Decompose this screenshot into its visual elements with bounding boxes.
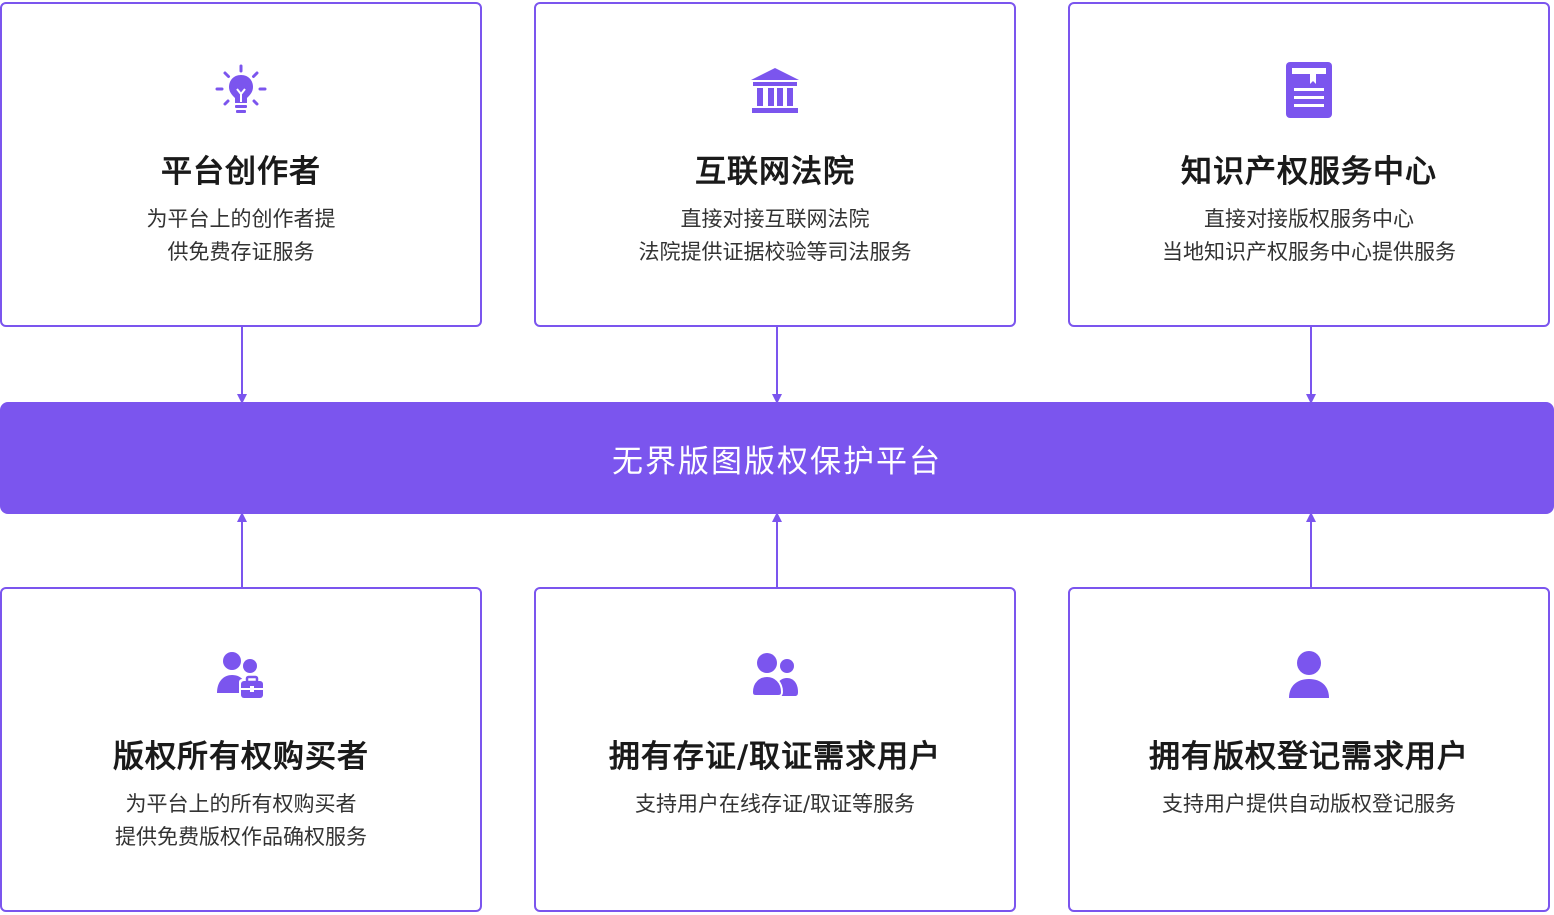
- card-description: 当地知识产权服务中心提供服务: [1162, 240, 1456, 264]
- card-evidence-user: 拥有存证/取证需求用户 支持用户在线存证/取证等服务: [534, 587, 1016, 912]
- platform-label: 无界版图版权保护平台: [612, 443, 942, 480]
- courthouse-icon: [747, 62, 803, 118]
- card-description: 直接对接版权服务中心: [1204, 207, 1414, 231]
- book-icon: [1281, 62, 1337, 118]
- card-description: 为平台上的所有权购买者: [125, 792, 357, 816]
- card-title: 拥有版权登记需求用户: [1149, 739, 1469, 775]
- card-internet-court: 互联网法院 直接对接互联网法院 法院提供证据校验等司法服务: [534, 2, 1016, 327]
- business-users-icon: [213, 647, 269, 703]
- card-title: 平台创作者: [161, 154, 321, 190]
- card-title: 拥有存证/取证需求用户: [608, 739, 942, 775]
- card-title: 版权所有权购买者: [113, 739, 369, 775]
- card-platform-creator: 平台创作者 为平台上的创作者提 供免费存证服务: [0, 2, 482, 327]
- card-description: 为平台上的创作者提: [146, 207, 336, 231]
- card-description: 支持用户在线存证/取证等服务: [634, 792, 916, 816]
- card-description: 直接对接互联网法院: [680, 207, 870, 231]
- platform-bar: 无界版图版权保护平台: [0, 402, 1554, 514]
- card-ip-service-center: 知识产权服务中心 直接对接版权服务中心 当地知识产权服务中心提供服务: [1068, 2, 1550, 327]
- card-copyright-buyer: 版权所有权购买者 为平台上的所有权购买者 提供免费版权作品确权服务: [0, 587, 482, 912]
- card-title: 互联网法院: [695, 154, 855, 190]
- lightbulb-icon: [213, 62, 269, 118]
- card-description: 供免费存证服务: [167, 240, 315, 264]
- card-description: 提供免费版权作品确权服务: [115, 825, 367, 849]
- user-icon: [1281, 647, 1337, 703]
- card-registration-user: 拥有版权登记需求用户 支持用户提供自动版权登记服务: [1068, 587, 1550, 912]
- card-description: 支持用户提供自动版权登记服务: [1162, 792, 1456, 816]
- users-icon: [747, 647, 803, 703]
- card-description: 法院提供证据校验等司法服务: [638, 240, 912, 264]
- card-title: 知识产权服务中心: [1181, 154, 1437, 190]
